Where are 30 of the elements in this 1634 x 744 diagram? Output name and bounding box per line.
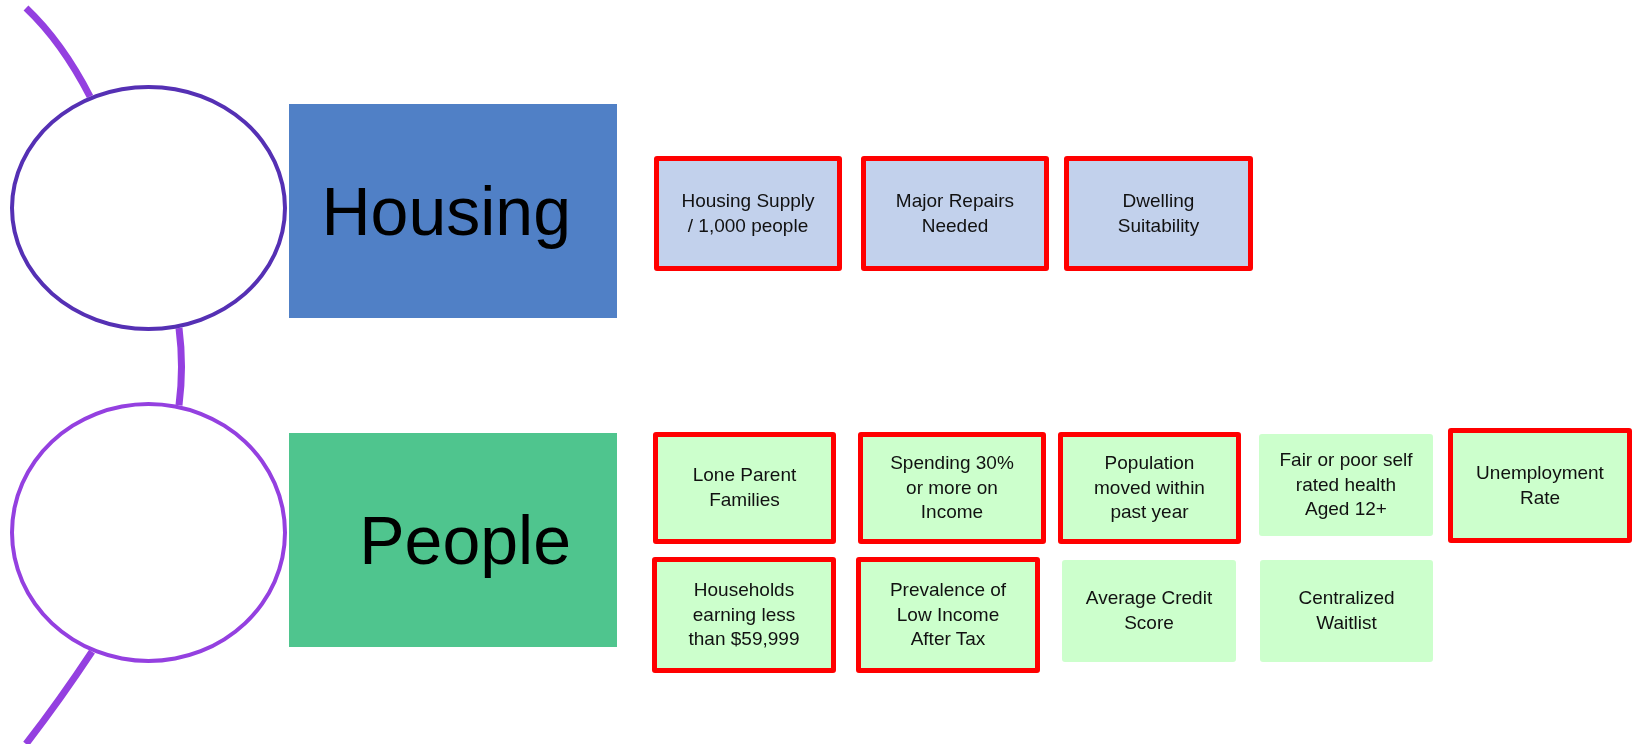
indicator-label: Housing Supply / 1,000 people xyxy=(680,188,816,238)
indicator-label: Fair or poor self rated health Aged 12+ xyxy=(1278,447,1414,522)
indicator-card xyxy=(856,557,1040,673)
indicator-card xyxy=(1448,428,1632,543)
indicator-label: Prevalence of Low Income After Tax xyxy=(888,577,1008,652)
indicator-card xyxy=(1062,560,1236,662)
indicator-card xyxy=(858,432,1046,544)
indicator-label: Dwelling Suitability xyxy=(1116,188,1201,238)
indicator-card xyxy=(861,156,1049,271)
indicator-label: Spending 30% or more on Income xyxy=(889,450,1015,525)
indicator-card xyxy=(653,432,836,544)
indicator-card xyxy=(1058,432,1241,544)
indicator-card xyxy=(652,557,836,673)
connector-arc xyxy=(23,649,95,744)
indicator-label: Centralized Waitlist xyxy=(1297,586,1396,635)
indicator-card xyxy=(1259,434,1433,536)
indicator-label: Average Credit Score xyxy=(1084,586,1214,635)
connector-arc xyxy=(175,327,185,406)
category-band xyxy=(289,104,617,318)
indicator-label: Unemployment Rate xyxy=(1475,460,1605,510)
category-title: People xyxy=(359,501,571,579)
indicator-label: Population moved within past year xyxy=(1093,450,1206,525)
indicator-label: Households earning less than $59,999 xyxy=(687,577,801,652)
indicator-card xyxy=(1260,560,1433,662)
indicator-card xyxy=(1064,156,1253,271)
category-title: Housing xyxy=(321,172,571,250)
category-band xyxy=(289,433,617,647)
indicator-label: Lone Parent Families xyxy=(691,463,798,512)
indicator-card xyxy=(654,156,842,271)
indicator-label: Major Repairs Needed xyxy=(894,188,1016,238)
